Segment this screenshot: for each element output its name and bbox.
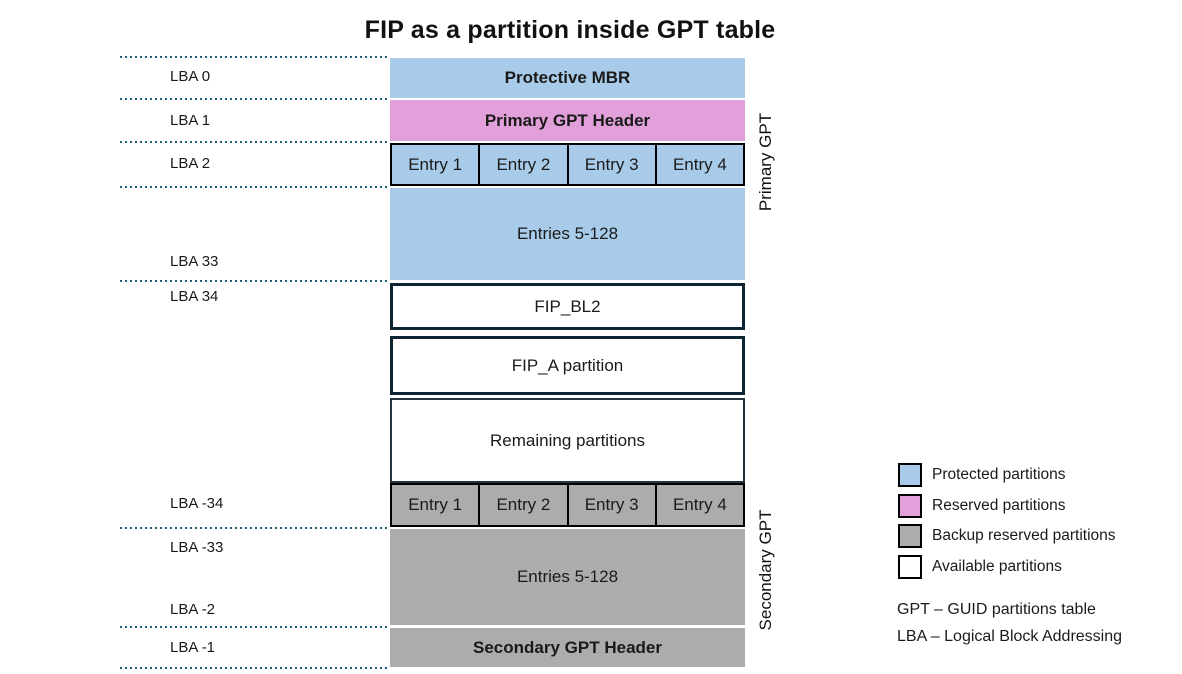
dotted-line — [120, 186, 390, 188]
primary-gpt-side-label: Primary GPT — [756, 112, 775, 212]
legend-swatch-protected — [898, 463, 922, 487]
dotted-line — [120, 141, 390, 143]
primary-gpt-header-block: Primary GPT Header — [390, 100, 745, 141]
footnote-gpt: GPT – GUID partitions table — [897, 601, 1096, 618]
secondary-entry-cell: Entry 4 — [654, 483, 745, 527]
lba-label: LBA -1 — [170, 639, 216, 656]
primary-entries-rest-block: Entries 5-128 — [390, 188, 745, 280]
primary-entries-row: Entry 1 Entry 2 Entry 3 Entry 4 — [390, 143, 745, 186]
lba-label: LBA 33 — [170, 253, 219, 270]
footnote-lba: LBA – Logical Block Addressing — [897, 628, 1123, 645]
lba-label: LBA -33 — [170, 539, 224, 556]
legend-swatch-reserved — [898, 494, 922, 518]
dotted-line — [120, 98, 390, 100]
fip-bl2-block: FIP_BL2 — [390, 283, 745, 330]
dotted-line — [120, 280, 390, 282]
dotted-line — [120, 667, 390, 669]
legend-label-reserved: Reserved partitions — [932, 497, 1066, 514]
fip-a-partition-block: FIP_A partition — [390, 336, 745, 395]
lba-label: LBA 2 — [170, 155, 211, 172]
legend-swatch-available — [898, 555, 922, 579]
dotted-line — [120, 527, 390, 529]
legend-swatch-backup — [898, 524, 922, 548]
secondary-entries-row: Entry 1 Entry 2 Entry 3 Entry 4 — [390, 483, 745, 527]
lba-label: LBA 1 — [170, 112, 211, 129]
secondary-gpt-side-label: Secondary GPT — [756, 509, 775, 631]
lba-label: LBA 0 — [170, 68, 211, 85]
secondary-entry-cell: Entry 3 — [566, 483, 657, 527]
dotted-line — [120, 626, 390, 628]
primary-entry-cell: Entry 1 — [390, 143, 481, 186]
lba-label: LBA 34 — [170, 288, 219, 305]
secondary-entries-rest-block: Entries 5-128 — [390, 529, 745, 625]
protective-mbr-block: Protective MBR — [390, 58, 745, 98]
page-title: FIP as a partition inside GPT table — [364, 16, 776, 44]
secondary-entry-cell: Entry 2 — [478, 483, 569, 527]
secondary-gpt-header-block: Secondary GPT Header — [390, 628, 745, 667]
legend-label-backup: Backup reserved partitions — [932, 527, 1116, 544]
remaining-partitions-block: Remaining partitions — [390, 398, 745, 483]
primary-entry-cell: Entry 2 — [478, 143, 569, 186]
primary-entry-cell: Entry 4 — [654, 143, 745, 186]
primary-entry-cell: Entry 3 — [566, 143, 657, 186]
legend-label-protected: Protected partitions — [932, 466, 1066, 483]
lba-label: LBA -2 — [170, 601, 216, 618]
lba-label: LBA -34 — [170, 495, 224, 512]
dotted-line — [120, 56, 390, 58]
secondary-entry-cell: Entry 1 — [390, 483, 481, 527]
legend-label-available: Available partitions — [932, 558, 1062, 575]
